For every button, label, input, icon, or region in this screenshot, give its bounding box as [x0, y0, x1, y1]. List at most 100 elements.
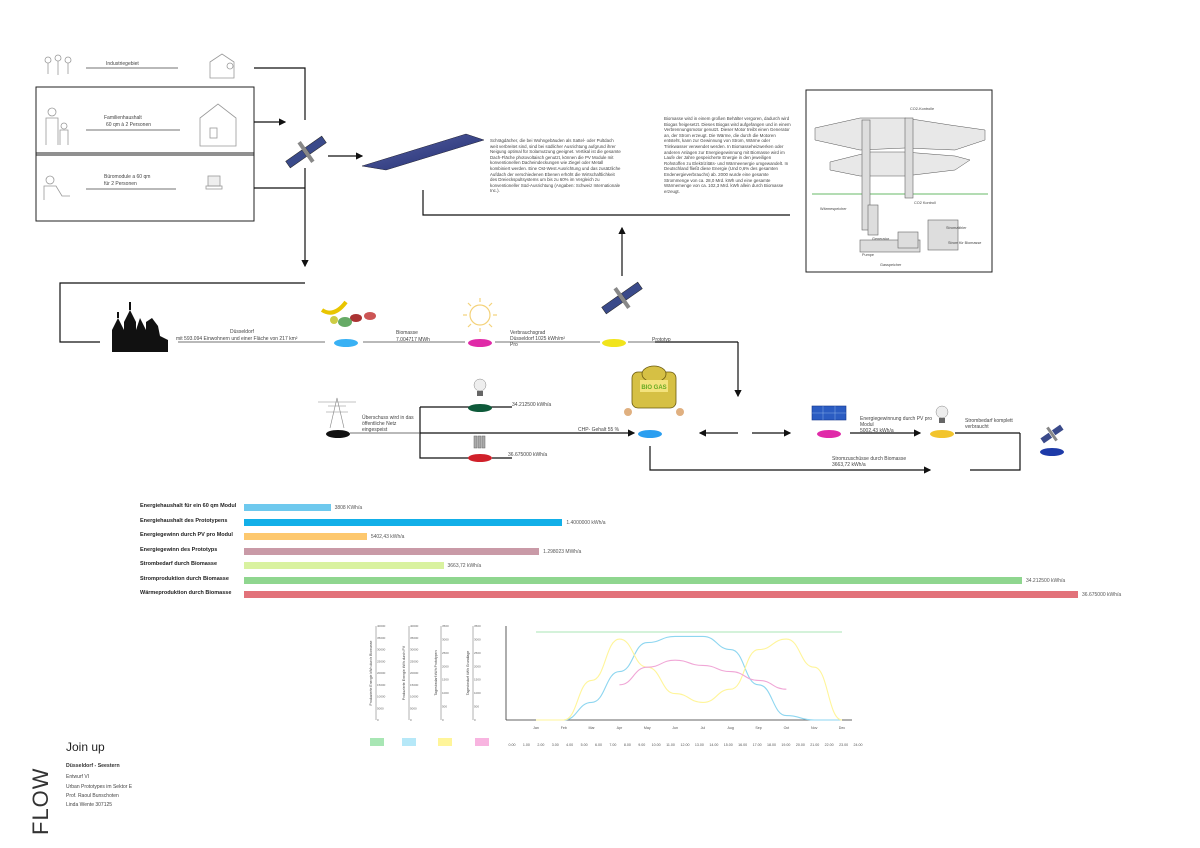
radiator-icon — [473, 435, 486, 449]
lightbulb-icon — [473, 378, 949, 423]
fruit-icon — [320, 300, 376, 327]
mini-axis-tick: 15000 — [377, 683, 386, 687]
footer-line4: Linda Wente 307125 — [66, 802, 113, 808]
series-line — [619, 659, 787, 690]
hour-tick-label: 19.00 — [781, 743, 790, 747]
solar-panel-icon — [361, 133, 485, 171]
hour-tick-label: 24.00 — [854, 743, 863, 747]
hour-tick-label: 22.00 — [825, 743, 834, 747]
hour-tick-label: 17.00 — [753, 743, 762, 747]
label-buero-detail: für 2 Personen — [104, 181, 137, 187]
legend-swatch — [370, 738, 384, 746]
mini-axis-tick: 20000 — [377, 671, 386, 675]
mini-axis-tick: 0 — [410, 718, 412, 722]
legend-swatch — [475, 738, 489, 746]
hour-tick-label: 4.00 — [566, 743, 573, 747]
mini-axis-tick: 1500 — [442, 678, 449, 682]
x-tick-label: Jun — [672, 726, 678, 730]
mini-axis-tick: 25000 — [377, 659, 386, 663]
prototype-icon — [285, 135, 1064, 444]
hour-tick-label: 11.00 — [666, 743, 675, 747]
duesseldorf-skyline-icon — [112, 302, 168, 352]
mini-axis-tick: 30000 — [377, 648, 386, 652]
x-tick-label: Apr — [617, 726, 623, 730]
label-waerme-value: 36.675000 kWh/a — [508, 452, 548, 458]
hour-tick-label: 2.00 — [537, 743, 544, 747]
hour-tick-label: 21.00 — [810, 743, 819, 747]
label-strombedarf-line1: Strombedarf komplett — [965, 418, 1013, 424]
diagram-label-s4: Pumpe — [862, 253, 875, 257]
label-chp: CHP- Gehalt 55 % — [578, 427, 620, 433]
x-tick-label: Nov — [811, 726, 818, 730]
industry-icon — [44, 53, 235, 79]
mini-axis-tick: 0 — [377, 718, 379, 722]
mini-axis-tick: 2000 — [442, 664, 449, 668]
series-line — [536, 635, 842, 721]
mini-axis-tick: 15000 — [410, 683, 419, 687]
label-biomasse: Biomasse — [396, 330, 418, 336]
legend-swatch — [402, 738, 416, 746]
hour-tick-label: 0.00 — [509, 743, 516, 747]
label-strom-value: 34.212500 kWh/a — [512, 402, 552, 408]
biogas-mascot-icon: BIO GAS — [624, 365, 684, 416]
label-biomasse-value: 7.004717 MWh — [396, 337, 430, 343]
hour-tick-label: 9.00 — [638, 743, 645, 747]
x-tick-label: Feb — [561, 726, 567, 730]
hour-tick-label: 18.00 — [767, 743, 776, 747]
label-pv-line1: Energiegewinnung durch PV pro — [860, 416, 932, 422]
diagram-label-wg: Wärmespeicher — [820, 207, 847, 211]
hour-tick-label: 1.00 — [523, 743, 530, 747]
mini-axis-tick: 30000 — [410, 648, 419, 652]
mini-axis-tick: 3500 — [474, 624, 481, 628]
flow-disks — [326, 339, 1064, 462]
household-boxes — [35, 86, 255, 222]
mini-axis-tick: 500 — [474, 705, 479, 709]
sun-icon — [463, 298, 497, 332]
hour-tick-label: 12.00 — [681, 743, 690, 747]
mini-axis-tick: 10000 — [410, 695, 419, 699]
mini-axis-tick: 0 — [442, 718, 444, 722]
label-prototyp: Prototyp — [652, 337, 671, 343]
footer-line1: Entwurf VI — [66, 774, 90, 780]
label-strombedarf-line2: verbraucht — [965, 424, 989, 430]
label-pv-value: 5002,43 kWh/a — [860, 428, 894, 434]
hour-tick-label: 6.00 — [595, 743, 602, 747]
hour-tick-label: 13.00 — [695, 743, 704, 747]
mini-axis-tick: 2500 — [474, 651, 481, 655]
label-familienhaushalt: Familienhaushalt — [104, 115, 142, 121]
series-line — [536, 638, 843, 721]
footer-line2: Urban Prototypes im Sektor E — [66, 784, 133, 790]
hour-tick-label: 15.00 — [724, 743, 733, 747]
hour-tick-label: 5.00 — [581, 743, 588, 747]
mini-axis-tick: 2000 — [474, 664, 481, 668]
mini-axis-label: Produzierte Energie kWh durch PV — [402, 645, 406, 700]
hour-tick-label: 23.00 — [839, 743, 848, 747]
mini-axis-tick: 35000 — [377, 636, 386, 640]
mini-axis-tick: 40000 — [410, 624, 419, 628]
hour-tick-label: 20.00 — [796, 743, 805, 747]
footer-city: Düsseldorf - Seestern — [66, 763, 120, 769]
diagram-label-s1: Stromzähler — [946, 226, 967, 230]
x-tick-label: Jan — [533, 726, 539, 730]
x-tick-label: Dec — [839, 726, 846, 730]
office-icon — [43, 175, 223, 200]
mini-axis-tick: 35000 — [410, 636, 419, 640]
mini-axis-tick: 25000 — [410, 659, 419, 663]
label-duesseldorf: Düsseldorf — [230, 329, 254, 335]
hour-tick-label: 10.00 — [652, 743, 661, 747]
family-icon — [45, 103, 237, 147]
diagram-label-s3: Generator — [872, 237, 890, 241]
mini-axis-label: Tagesbedarf kWh Prototypen — [434, 650, 438, 695]
label-familien-detail: 60 qm à 2 Personen — [106, 122, 152, 128]
biogas-plant-diagram — [805, 89, 993, 273]
mini-axis-label: Produzierte Energie kWh durch Biomasse — [369, 640, 373, 705]
hour-tick-label: 16.00 — [738, 743, 747, 747]
label-verbrauch: Verbrauchsgrad Düsseldorf 1025 kWh/m² Pr… — [510, 330, 566, 348]
label-industriegebiet: Industriegebiet — [106, 61, 139, 67]
label-duesseldorf-detail: mit 593.094 Einwohnern und einer Fläche … — [176, 336, 298, 342]
mini-axis-tick: 5000 — [410, 706, 417, 710]
label-stromzuschuss-value: 3663,72 kWh/a — [832, 462, 866, 468]
flow-title: FLOW — [28, 767, 53, 835]
